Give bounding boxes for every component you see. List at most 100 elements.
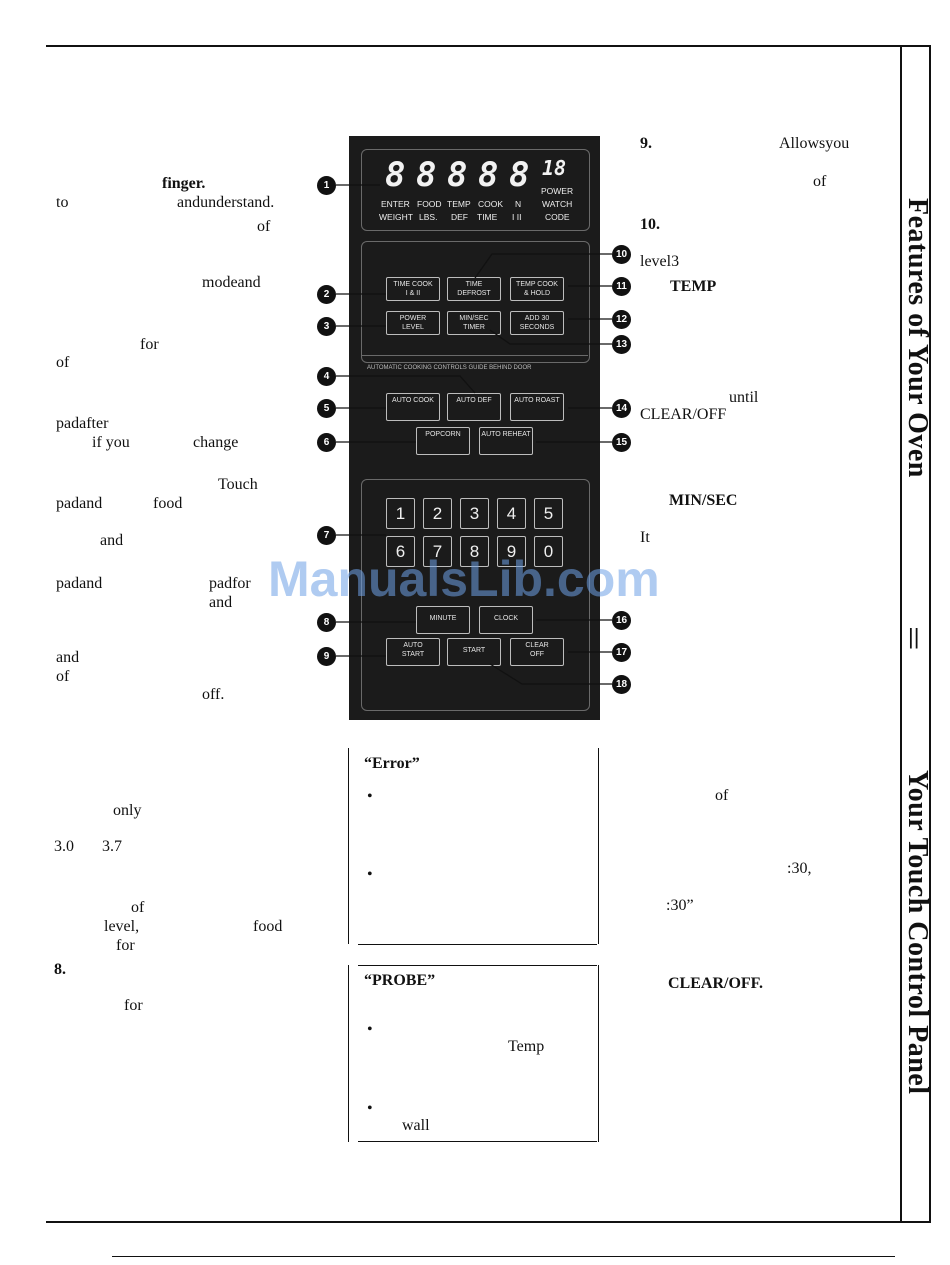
callout-6: 6: [317, 433, 336, 452]
cooking-keys-zone: [361, 241, 590, 363]
error-bullet: •: [367, 788, 373, 805]
lcd-digit: 8: [478, 155, 499, 195]
right-text: of: [813, 173, 827, 190]
popcorn-button[interactable]: POPCORN: [416, 427, 470, 455]
side-tab-title-lower: Your Touch Control Panel: [902, 770, 933, 1095]
clear-off-button[interactable]: CLEAR OFF: [510, 638, 564, 666]
watermark: ManualsLib.com: [268, 551, 660, 607]
power-level-button[interactable]: POWER LEVEL: [386, 311, 440, 335]
top-rule: [46, 45, 931, 47]
time-cook-button[interactable]: TIME COOK I & II: [386, 277, 440, 301]
callout-4: 4: [317, 367, 336, 386]
right-text: level3: [640, 253, 680, 270]
lcd-digit: 8: [447, 155, 468, 195]
left-text: padand: [56, 575, 103, 592]
left-text: food: [153, 495, 183, 512]
auto-start-button[interactable]: AUTO START: [386, 638, 440, 666]
left-text: off.: [202, 686, 225, 703]
right-text: :30”: [666, 897, 694, 914]
side-tab-border-left: [900, 45, 902, 1223]
number-key-0[interactable]: 0: [534, 536, 563, 567]
lcd-label: FOOD: [417, 199, 442, 209]
number-key-7[interactable]: 7: [423, 536, 452, 567]
lcd-label: DEF: [451, 212, 468, 222]
number-key-4[interactable]: 4: [497, 498, 526, 529]
display-window: [361, 149, 590, 231]
left-text: 8.: [54, 961, 66, 978]
left-text: if you: [92, 434, 130, 451]
lcd-label: TIME: [477, 212, 498, 222]
callout-13: 13: [612, 335, 631, 354]
error-box-bottom: [358, 944, 597, 945]
callout-9: 9: [317, 647, 336, 666]
auto-reheat-button[interactable]: AUTO REHEAT: [479, 427, 533, 455]
footer-rule: [112, 1256, 895, 1257]
clock-button[interactable]: CLOCK: [479, 606, 533, 634]
callout-11: 11: [612, 277, 631, 296]
callout-1: 1: [317, 176, 336, 195]
callout-14: 14: [612, 399, 631, 418]
right-text: CLEAR/OFF: [640, 406, 727, 423]
probe-text-wall: wall: [402, 1117, 430, 1134]
number-key-8[interactable]: 8: [460, 536, 489, 567]
number-key-5[interactable]: 5: [534, 498, 563, 529]
side-tab-border-right: [929, 45, 931, 1223]
callout-15: 15: [612, 433, 631, 452]
auto-def-button[interactable]: AUTO DEF: [447, 393, 501, 421]
bottom-rule: [46, 1221, 931, 1223]
lcd-digit: 8: [385, 155, 406, 195]
left-text: to: [56, 194, 69, 211]
lcd-label: POWER: [541, 186, 574, 196]
error-box-title: “Error”: [364, 755, 420, 772]
left-text: andunderstand.: [177, 194, 275, 211]
keypad-zone: [361, 479, 590, 711]
minute-button[interactable]: MINUTE: [416, 606, 470, 634]
auto-controls-caption: AUTOMATIC COOKING CONTROLS GUIDE BEHIND …: [367, 365, 532, 371]
callout-2: 2: [317, 285, 336, 304]
right-text: CLEAR/OFF.: [668, 975, 763, 992]
lcd-label: CODE: [545, 212, 570, 222]
temp-cook-hold-button[interactable]: TEMP COOK & HOLD: [510, 277, 564, 301]
lcd-digit: 8: [509, 155, 530, 195]
left-text: only: [113, 802, 142, 819]
auto-cook-button[interactable]: AUTO COOK: [386, 393, 440, 421]
auto-roast-button[interactable]: AUTO ROAST: [510, 393, 564, 421]
number-key-9[interactable]: 9: [497, 536, 526, 567]
side-tab-separator: ||: [908, 624, 920, 649]
left-text: of: [257, 218, 271, 235]
left-text: level,: [104, 918, 140, 935]
probe-text-temp: Temp: [508, 1038, 545, 1055]
probe-box-top: [358, 965, 597, 966]
number-key-6[interactable]: 6: [386, 536, 415, 567]
right-text: :30,: [787, 860, 812, 877]
callout-12: 12: [612, 310, 631, 329]
left-text: food: [253, 918, 283, 935]
add-30-seconds-button[interactable]: ADD 30 SECONDS: [510, 311, 564, 335]
panel-divider: [361, 355, 588, 356]
start-button[interactable]: START: [447, 638, 501, 666]
left-text: 3.7: [102, 838, 122, 855]
right-text: 10.: [640, 216, 660, 233]
error-bullet: •: [367, 866, 373, 883]
lcd-label: COOK: [478, 199, 504, 209]
number-key-2[interactable]: 2: [423, 498, 452, 529]
right-text: It: [640, 529, 650, 546]
time-defrost-button[interactable]: TIME DEFROST: [447, 277, 501, 301]
right-text: Allowsyou: [779, 135, 850, 152]
lcd-label: I II: [512, 212, 522, 222]
left-text: of: [131, 899, 145, 916]
number-key-1[interactable]: 1: [386, 498, 415, 529]
number-key-3[interactable]: 3: [460, 498, 489, 529]
lcd-small-digits: 18: [542, 156, 567, 180]
callout-16: 16: [612, 611, 631, 630]
left-text: padand: [56, 495, 103, 512]
left-text: of: [56, 354, 70, 371]
lcd-digit: 8: [416, 155, 437, 195]
left-text: and: [209, 594, 233, 611]
lcd-label: TEMP: [447, 199, 471, 209]
right-text: until: [729, 389, 759, 406]
probe-box: “PROBE” • Temp • wall: [348, 965, 599, 1142]
right-text: of: [715, 787, 729, 804]
left-text: padafter: [56, 415, 109, 432]
